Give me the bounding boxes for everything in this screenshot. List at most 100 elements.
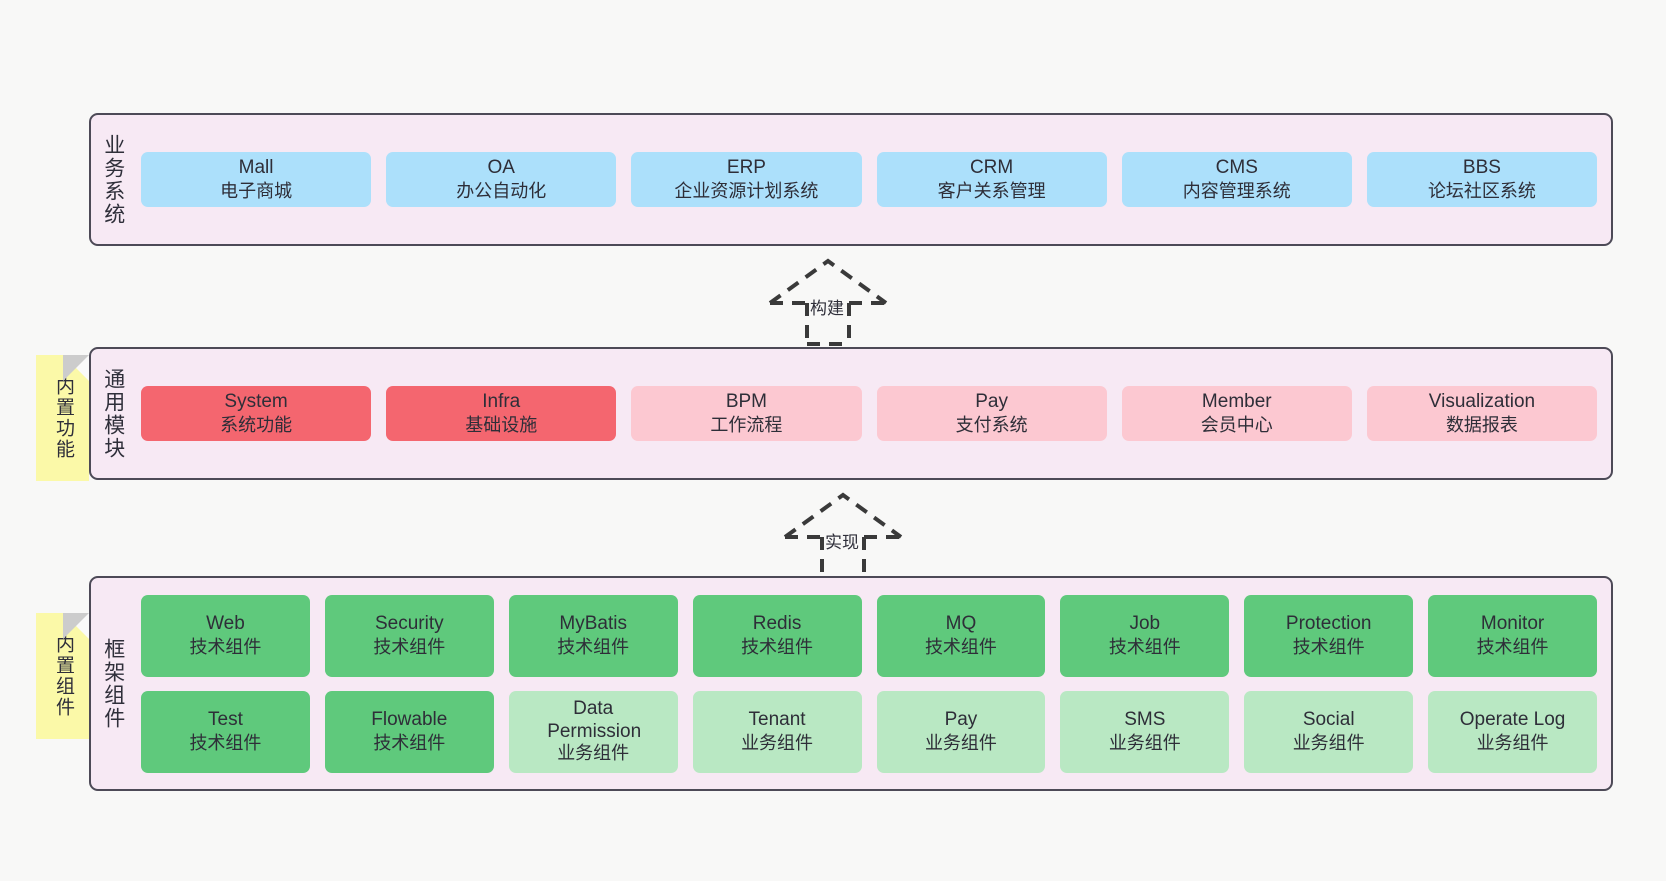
node-subtitle: 技术组件	[373, 637, 446, 658]
node-web[interactable]: Web 技术组件	[141, 594, 310, 677]
layer-title-business-systems: 业务系统	[101, 133, 125, 226]
note-fold-shadow-icon	[63, 613, 89, 639]
node-erp[interactable]: ERP 企业资源计划系统	[631, 151, 862, 208]
node-subtitle: 技术组件	[189, 733, 262, 754]
generalization-arrow-icon	[768, 258, 888, 346]
node-title: Flowable	[371, 708, 448, 730]
sticky-note-builtin-components: 内置组件	[36, 613, 89, 739]
node-pay[interactable]: Pay 支付系统	[876, 385, 1107, 442]
node-crm[interactable]: CRM 客户关系管理	[876, 151, 1107, 208]
node-title: OA	[487, 156, 515, 178]
node-title: Monitor	[1480, 612, 1545, 634]
connector-implement: 实现	[770, 490, 930, 580]
row: Mall 电子商城 OA 办公自动化 ERP 企业资源计划系统 CRM 客户关系…	[141, 151, 1598, 208]
node-sms[interactable]: SMS 业务组件	[1060, 690, 1230, 773]
node-cms[interactable]: CMS 内容管理系统	[1121, 151, 1352, 208]
node-title: Operate Log	[1459, 708, 1566, 730]
node-monitor[interactable]: Monitor 技术组件	[1428, 594, 1597, 677]
node-subtitle: 电子商城	[220, 181, 293, 202]
connector-label-implement: 实现	[825, 533, 859, 552]
node-data-permission[interactable]: Data Permission 业务组件	[508, 690, 678, 773]
row: Web 技术组件 Security 技术组件 MyBatis 技术组件 Redi…	[141, 594, 1597, 677]
node-member[interactable]: Member 会员中心	[1121, 385, 1352, 442]
node-protection[interactable]: Protection 技术组件	[1244, 594, 1414, 677]
node-subtitle: 会员中心	[1200, 415, 1273, 436]
node-test[interactable]: Test 技术组件	[141, 690, 310, 773]
node-job[interactable]: Job 技术组件	[1060, 594, 1230, 677]
node-subtitle: 技术组件	[741, 637, 814, 658]
sticky-note-label: 内置功能	[52, 376, 74, 460]
node-title: System	[224, 390, 288, 412]
node-title: Job	[1129, 612, 1161, 634]
node-subtitle: 业务组件	[557, 743, 630, 764]
node-subtitle: 数据报表	[1445, 415, 1518, 436]
layer-title-common-modules: 通用模块	[101, 367, 125, 460]
connector-build: 构建	[755, 256, 915, 346]
node-subtitle: 论坛社区系统	[1427, 181, 1536, 202]
node-subtitle: 支付系统	[955, 415, 1028, 436]
node-title: CMS	[1215, 156, 1258, 178]
node-pay-business[interactable]: Pay 业务组件	[876, 690, 1046, 773]
layer-business-systems: 业务系统 Mall 电子商城 OA 办公自动化 ERP 企业资源计划系统 CRM…	[89, 113, 1613, 246]
node-subtitle: 技术组件	[1476, 637, 1549, 658]
node-redis[interactable]: Redis 技术组件	[692, 594, 862, 677]
row: System 系统功能 Infra 基础设施 BPM 工作流程 Pay 支付系统…	[141, 385, 1598, 442]
node-title: Web	[206, 612, 245, 634]
node-infra[interactable]: Infra 基础设施	[386, 385, 617, 442]
node-title: Pay	[975, 390, 1008, 412]
node-mq[interactable]: MQ 技术组件	[876, 594, 1046, 677]
layer-body-business-systems: Mall 电子商城 OA 办公自动化 ERP 企业资源计划系统 CRM 客户关系…	[135, 115, 1611, 244]
layer-body-common-modules: System 系统功能 Infra 基础设施 BPM 工作流程 Pay 支付系统…	[135, 349, 1611, 478]
node-subtitle: 技术组件	[924, 637, 997, 658]
node-title: Mall	[238, 156, 274, 178]
node-title: MQ	[945, 612, 977, 634]
node-title: MyBatis	[559, 612, 627, 634]
node-subtitle: 技术组件	[1108, 637, 1181, 658]
node-tenant[interactable]: Tenant 业务组件	[692, 690, 862, 773]
row: Test 技术组件 Flowable 技术组件 Data Permission …	[141, 690, 1597, 773]
node-oa[interactable]: OA 办公自动化	[386, 151, 617, 208]
node-subtitle: 业务组件	[741, 733, 814, 754]
sticky-note-builtin-features: 内置功能	[36, 355, 89, 481]
node-title: BPM	[725, 390, 768, 412]
node-flowable[interactable]: Flowable 技术组件	[324, 690, 494, 773]
node-bpm[interactable]: BPM 工作流程	[631, 385, 862, 442]
node-title: BBS	[1462, 156, 1501, 178]
node-subtitle: 企业资源计划系统	[674, 181, 819, 202]
node-title: Infra	[482, 390, 521, 412]
node-mybatis[interactable]: MyBatis 技术组件	[508, 594, 678, 677]
node-title: CRM	[969, 156, 1014, 178]
node-subtitle: 技术组件	[557, 637, 630, 658]
node-operate-log[interactable]: Operate Log 业务组件	[1428, 690, 1597, 773]
node-title: Protection	[1285, 612, 1372, 634]
node-title: Visualization	[1428, 390, 1536, 412]
node-mall[interactable]: Mall 电子商城	[141, 151, 372, 208]
node-subtitle: 系统功能	[220, 415, 293, 436]
node-subtitle: 办公自动化	[456, 181, 547, 202]
node-title: Member	[1201, 390, 1272, 412]
note-fold-shadow-icon	[63, 355, 89, 381]
node-subtitle: 客户关系管理	[937, 181, 1046, 202]
node-security[interactable]: Security 技术组件	[324, 594, 494, 677]
sticky-note-label: 内置组件	[52, 634, 74, 718]
node-visualization[interactable]: Visualization 数据报表	[1366, 385, 1598, 442]
node-subtitle: 业务组件	[924, 733, 997, 754]
node-subtitle: 技术组件	[189, 637, 262, 658]
node-subtitle: 技术组件	[1292, 637, 1365, 658]
node-title: Security	[374, 612, 444, 634]
node-title: Tenant	[748, 708, 806, 730]
node-system[interactable]: System 系统功能	[141, 385, 372, 442]
connector-label-build: 构建	[810, 299, 844, 318]
layer-common-modules: 通用模块 System 系统功能 Infra 基础设施 BPM 工作流程 Pay…	[89, 347, 1613, 480]
node-title: Redis	[752, 612, 802, 634]
node-title: SMS	[1124, 708, 1166, 730]
layer-body-framework-components: Web 技术组件 Security 技术组件 MyBatis 技术组件 Redi…	[135, 578, 1611, 789]
node-title: ERP	[726, 156, 766, 178]
node-subtitle: 内容管理系统	[1182, 181, 1291, 202]
node-title: Pay	[944, 708, 978, 730]
node-social[interactable]: Social 业务组件	[1244, 690, 1414, 773]
node-subtitle: 业务组件	[1108, 733, 1181, 754]
node-title: Social	[1302, 708, 1355, 730]
node-bbs[interactable]: BBS 论坛社区系统	[1366, 151, 1598, 208]
